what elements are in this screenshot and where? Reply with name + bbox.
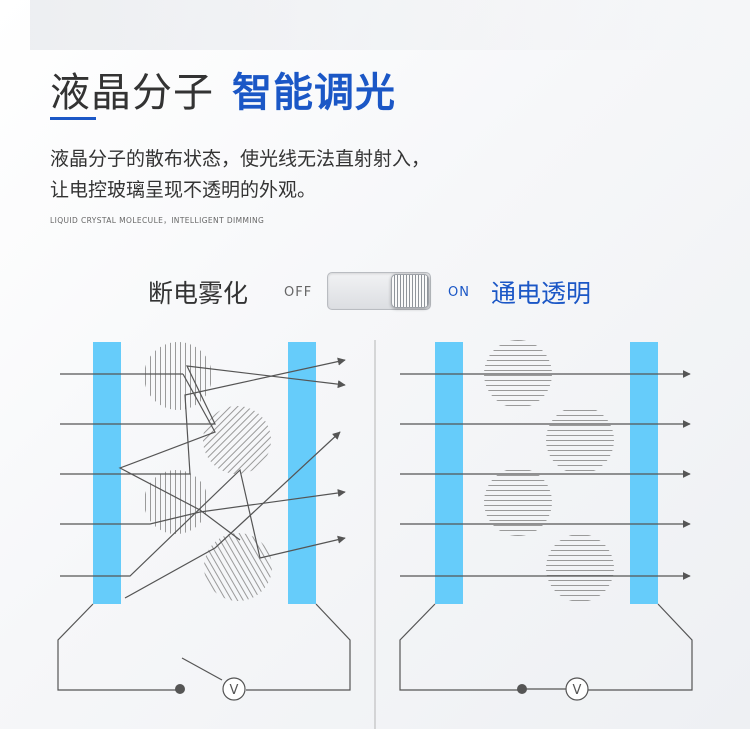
glass-pane-left <box>435 342 463 604</box>
english-subtitle: LIQUID CRYSTAL MOLECULE，INTELLIGENT DIMM… <box>50 216 265 225</box>
scattered-ray <box>60 357 346 475</box>
description-line-2: 让电控玻璃呈现不透明的外观。 <box>50 179 317 201</box>
glass-pane-right <box>288 342 316 604</box>
power-toggle-switch[interactable] <box>327 272 431 310</box>
scattered-ray <box>60 365 346 425</box>
lc-molecule <box>484 468 552 536</box>
circuit-wire <box>399 603 522 691</box>
lc-molecule <box>546 406 614 474</box>
title-underline <box>50 117 96 120</box>
open-switch-blade <box>181 657 223 681</box>
decorative-header-band <box>30 0 750 50</box>
off-label: OFF <box>284 285 313 300</box>
power-off-label: 断电雾化 <box>148 279 249 308</box>
voltmeter-icon <box>565 677 589 701</box>
circuit-wire <box>57 603 180 691</box>
scattered-ray <box>60 468 346 577</box>
page-title: 液晶分子智能调光 <box>50 60 396 118</box>
lc-molecule <box>203 406 271 474</box>
glass-pane-left <box>93 342 121 604</box>
voltmeter-label: V <box>230 683 239 698</box>
lc-molecule <box>144 342 212 410</box>
scattered-ray <box>124 431 341 599</box>
glass-pane-right <box>630 342 658 604</box>
title-strong: 智能调光 <box>232 70 396 116</box>
lc-molecule <box>204 533 272 601</box>
lc-molecule <box>546 534 614 602</box>
on-label: ON <box>448 285 470 300</box>
circuit-wire <box>246 603 351 691</box>
switch-terminal <box>175 684 185 694</box>
right-panel-on: V <box>399 340 693 701</box>
circuit-wire <box>588 603 693 691</box>
left-panel-off: V <box>57 342 351 701</box>
title-light: 液晶分子 <box>50 70 214 116</box>
description-line-1: 液晶分子的散布状态，使光线无法直射射入， <box>50 148 431 170</box>
scattered-ray <box>118 373 241 541</box>
switch-terminal <box>517 684 527 694</box>
power-on-label: 通电透明 <box>491 279 592 308</box>
toggle-knob[interactable] <box>391 274 429 308</box>
voltmeter-icon <box>222 677 246 701</box>
scattered-ray <box>60 489 346 525</box>
lc-molecule <box>144 470 208 534</box>
description: 液晶分子的散布状态，使光线无法直射射入， 让电控玻璃呈现不透明的外观。 <box>50 144 430 206</box>
voltmeter-label: V <box>573 683 582 698</box>
